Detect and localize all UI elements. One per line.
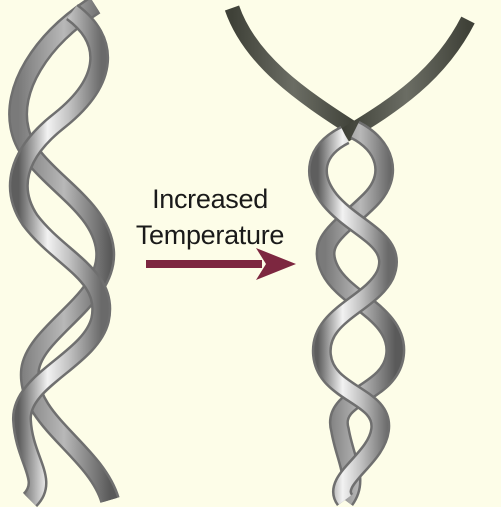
double-helix-right [224,5,475,506]
arrow-label-line-2: Temperature [135,220,285,250]
splayed-strand-right [341,16,475,142]
arrow-label-line-1: Increased [152,184,268,214]
double-helix-left [8,0,120,507]
arrow-head [256,248,296,280]
splayed-strand-left [224,5,360,137]
temperature-arrow [146,248,296,280]
